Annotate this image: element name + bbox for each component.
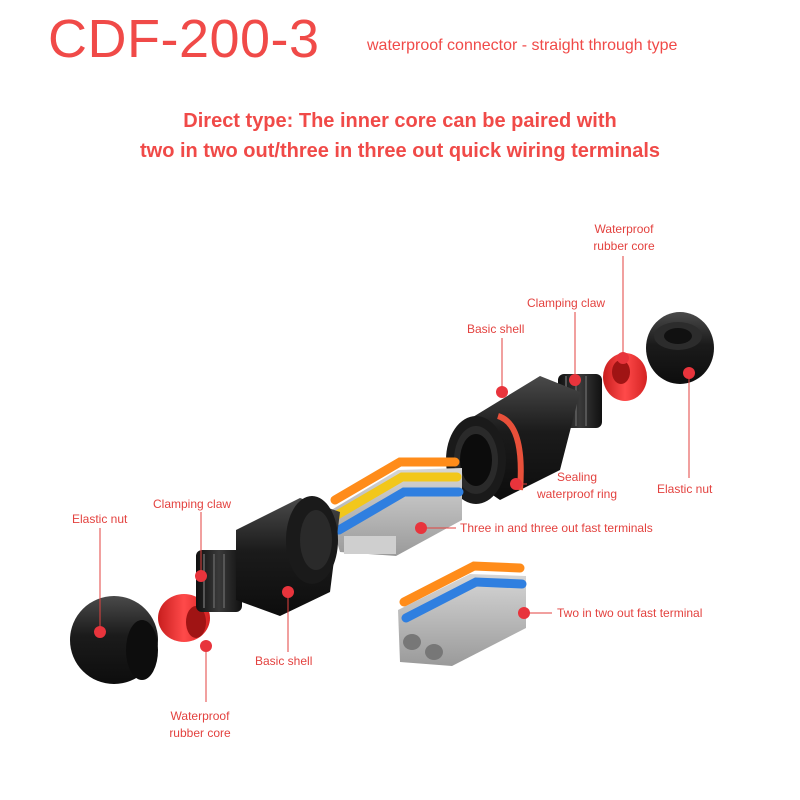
callout-dot-waterproof-core-upper [617,352,629,364]
waterproof-rubber-core-upper [603,353,647,401]
label-line: waterproof ring [536,487,618,501]
three-in-three-out-terminal [328,457,464,556]
elastic-nut-lower [70,596,158,684]
two-in-two-out-terminal [398,561,527,666]
callout-dot-three-terminal [415,522,427,534]
label-elastic-nut-lower: Elastic nut [72,512,128,526]
label-elastic-nut-upper: Elastic nut [657,482,713,496]
label-basic-shell-lower: Basic shell [255,654,313,668]
leader-lines [99,256,690,702]
basic-shell-lower [236,496,340,616]
callout-dot-waterproof-core-lower [200,640,212,652]
label-clamping-claw-upper: Clamping claw [527,296,606,310]
callout-dots [94,352,695,652]
description-line-2: two in two out/three in three out quick … [139,140,661,162]
label-line: rubber core [169,726,231,740]
sealing-waterproof-ring [496,413,524,491]
callout-dot-clamping-claw-upper [569,374,581,386]
label-basic-shell-upper: Basic shell [467,322,525,336]
model-title: CDF-200-3 [48,9,320,69]
elastic-nut-upper [646,312,714,384]
product-subtitle: waterproof connector - straight through … [367,37,678,54]
description-line-1: Direct type: The inner core can be paire… [183,110,617,132]
clamping-claw-lower [196,550,242,612]
label-waterproof-core-upper: Waterproof rubber core [578,221,670,255]
label-two-terminal: Two in two out fast terminal [557,606,703,620]
label-three-terminals: Three in and three out fast terminals [460,521,653,535]
label-line: Sealing [556,470,598,484]
label-waterproof-core-lower: Waterproof rubber core [155,708,245,742]
label-clamping-claw-lower: Clamping claw [153,497,232,511]
callout-dot-sealing-ring [510,478,522,490]
callout-dot-basic-shell-lower [282,586,294,598]
callout-dot-two-terminal [518,607,530,619]
label-line: rubber core [593,239,655,253]
label-line: Waterproof [170,709,230,723]
callout-dot-basic-shell-upper [496,386,508,398]
label-line: Waterproof [594,222,654,236]
callout-dot-elastic-nut-lower [94,626,106,638]
callout-dot-elastic-nut-upper [683,367,695,379]
callout-dot-clamping-claw-lower [195,570,207,582]
label-sealing-ring: Sealing waterproof ring [524,469,630,503]
